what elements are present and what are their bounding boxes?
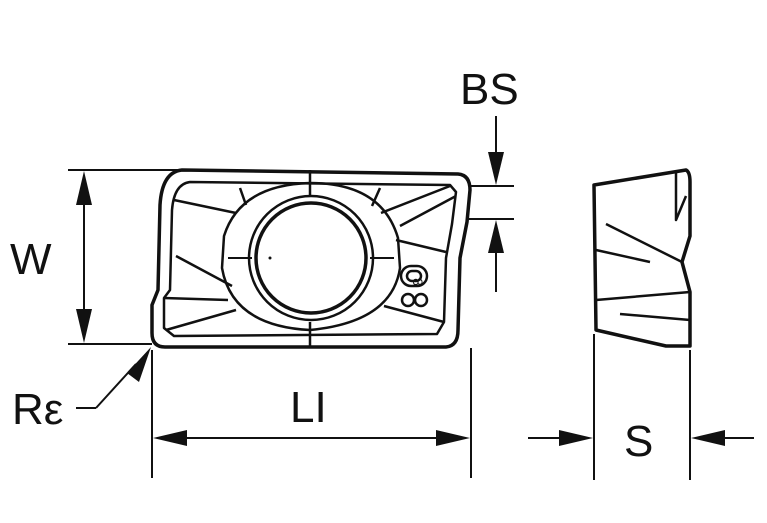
re-arrow (127, 347, 151, 382)
dimension-w: W (10, 169, 180, 345)
li-arrow-left (153, 430, 187, 446)
dimension-bs: BS (460, 65, 519, 292)
bs-arrow-top (488, 152, 504, 185)
insert-side-view-icon (592, 168, 692, 348)
bs-label: BS (460, 65, 519, 114)
s-label: S (624, 417, 653, 466)
insert-mark-circle-right (413, 292, 429, 308)
side-outline (592, 168, 692, 348)
re-label: Rε (12, 385, 63, 434)
insert-hole (254, 201, 368, 315)
li-arrow-right (436, 430, 470, 446)
insert-mark-slot (399, 264, 429, 288)
li-label: LI (290, 383, 327, 432)
insert-top-view-icon: 8 (150, 168, 472, 349)
insert-center-dot (268, 256, 272, 260)
dimension-re: Rε (12, 347, 151, 434)
insert-outline (150, 168, 472, 349)
insert-rake-face (162, 180, 458, 338)
insert-mark-label: 8 (410, 278, 426, 286)
bs-arrow-bottom (488, 220, 504, 253)
w-label: W (10, 235, 52, 284)
s-arrow-right (691, 430, 725, 446)
insert-seat-ring (220, 181, 402, 332)
insert-mark-slot-inner (405, 269, 423, 283)
dimension-li: LI (151, 348, 472, 478)
dimension-s: S (528, 334, 754, 480)
w-arrow-top (76, 171, 92, 205)
side-facets (595, 172, 691, 322)
s-arrow-left (559, 430, 593, 446)
w-arrow-bottom (76, 309, 92, 343)
